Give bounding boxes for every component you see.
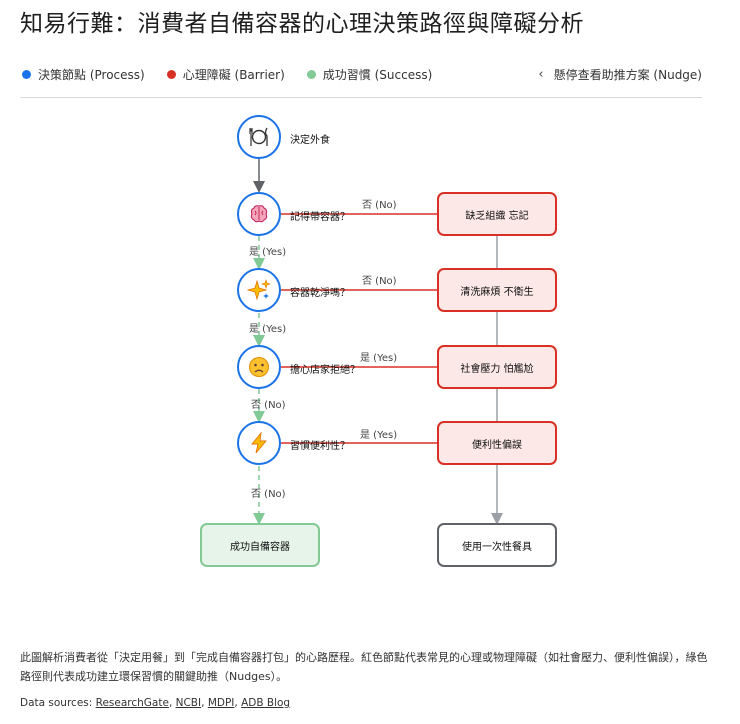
chevron-left-icon: ‹ [538, 67, 544, 82]
decision-label-clean: 容器乾淨嗎？ [290, 288, 350, 299]
decision-node-clean[interactable] [237, 268, 281, 312]
nudge-toggle[interactable]: ‹ 懸停查看助推方案 (Nudge) [538, 66, 702, 83]
sparkles-icon [247, 279, 271, 301]
barrier-box-convenience-bias[interactable]: 便利性偏誤 [437, 421, 557, 465]
decision-label-convenience: 習慣便利性？ [290, 441, 350, 452]
start-node-label: 決定外食 [290, 135, 330, 146]
legend: 決策節點 (Process) 心理障礙 (Barrier) 成功習慣 (Succ… [22, 66, 432, 83]
nudge-toggle-label: 懸停查看助推方案 (Nudge) [553, 68, 702, 82]
source-link-adb-blog[interactable]: ADB Blog [241, 697, 291, 709]
legend-label-process: 決策節點 (Process) [38, 68, 145, 82]
legend-item-success: 成功習慣 (Success) [306, 66, 433, 83]
legend-label-success: 成功習慣 (Success) [322, 68, 433, 82]
source-link-researchgate[interactable]: ResearchGate [95, 697, 169, 709]
legend-dot-barrier [166, 70, 176, 79]
decision-label-remember: 記得帶容器？ [290, 212, 350, 223]
edge-label-q3-no: 否 (No) [251, 400, 286, 411]
source-link-ncbi[interactable]: NCBI [175, 697, 202, 709]
start-node[interactable] [237, 115, 281, 159]
description-text: 此圖解析消費者從「決定用餐」到「完成自備容器打包」的心路歷程。紅色節點代表常見的… [20, 651, 708, 683]
success-box[interactable]: 成功自備容器 [200, 523, 320, 567]
brain-icon [250, 205, 268, 223]
edge-label-q2-yes: 是 (Yes) [249, 324, 287, 335]
sources-prefix: Data sources: [20, 697, 96, 709]
legend-item-barrier: 心理障礙 (Barrier) [166, 66, 285, 83]
flow-connectors [253, 159, 503, 525]
barrier-box-forget[interactable]: 缺乏組織 忘記 [437, 192, 557, 236]
data-sources: Data sources: ResearchGate, NCBI, MDPI, … [20, 697, 291, 709]
edge-label-q2-no: 否 (No) [362, 276, 397, 287]
page-title: 知易行難：消費者自備容器的心理決策路徑與障礙分析 [20, 11, 584, 37]
edge-label-q4-yes: 是 (Yes) [360, 430, 398, 441]
barrier-box-hygiene[interactable]: 清洗麻煩 不衛生 [437, 268, 557, 312]
legend-label-barrier: 心理障礙 (Barrier) [182, 68, 285, 82]
barrier-box-social-pressure[interactable]: 社會壓力 怕尷尬 [437, 345, 557, 389]
decision-node-remember[interactable] [237, 192, 281, 236]
decision-node-convenience[interactable] [237, 421, 281, 465]
source-link-mdpi[interactable]: MDPI [207, 697, 235, 709]
decision-label-rejection: 擔心店家拒絕？ [290, 365, 360, 376]
decision-node-rejection[interactable] [237, 345, 281, 389]
outcome-box-disposable[interactable]: 使用一次性餐具 [437, 523, 557, 567]
lightning-icon [251, 431, 267, 454]
divider [20, 97, 702, 98]
plate-cutlery-icon [249, 127, 268, 146]
legend-item-process: 決策節點 (Process) [22, 66, 145, 83]
edge-label-q3-yes: 是 (Yes) [360, 353, 398, 364]
edge-label-q4-no: 否 (No) [251, 489, 286, 500]
edge-label-q1-yes: 是 (Yes) [249, 247, 287, 258]
legend-dot-success [306, 70, 316, 79]
worried-face-icon [249, 357, 269, 377]
legend-dot-process [22, 70, 31, 79]
edge-label-q1-no: 否 (No) [362, 200, 397, 211]
